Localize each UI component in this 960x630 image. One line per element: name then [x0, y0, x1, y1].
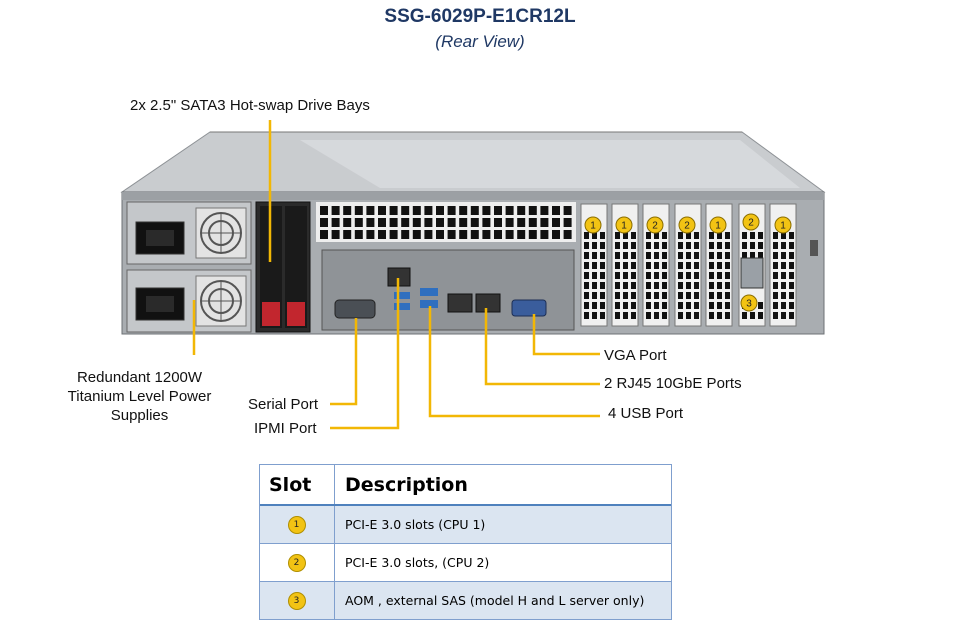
callout-usb: [428, 306, 600, 418]
slot-number-badge: 2: [742, 213, 760, 231]
slot-number-label: 1: [621, 221, 627, 232]
label-rj45-ports: 2 RJ45 10GbE Ports: [604, 375, 742, 392]
callout-rj45: [484, 308, 600, 386]
slot-badge-icon: 1: [287, 516, 306, 534]
sfp-cage: [740, 257, 764, 289]
table-row: 3 AOM , external SAS (model H and L serv…: [259, 581, 672, 620]
callout-vga: [532, 314, 600, 356]
slot-number-badge: 2: [678, 216, 696, 234]
callout-ipmi: [330, 278, 400, 430]
server-rear-illustration: 1 1 2 2 1 2 1 3: [120, 120, 826, 430]
chassis-top-shade: [300, 140, 800, 188]
label-serial-port: Serial Port: [248, 396, 319, 413]
usb-connector-4: [394, 303, 410, 310]
slot-number-label: 2: [684, 221, 690, 232]
slot-number-label: 1: [715, 221, 721, 232]
slot-number-badge: 3: [740, 294, 758, 312]
table-row: 1 PCI-E 3.0 slots (CPU 1): [259, 505, 672, 544]
slot-number-badge: 1: [774, 216, 792, 234]
label-vga-port: VGA Port: [604, 347, 667, 364]
rj45-connector-1: [447, 293, 473, 313]
expansion-slots: 1 1 2 2 1 2 1 3: [580, 203, 797, 327]
power-supply-bottom: [126, 269, 252, 333]
slot-description: PCI-E 3.0 slots (CPU 1): [334, 505, 672, 544]
slot-badge-icon: 3: [287, 592, 306, 610]
slot-number-label: 1: [780, 221, 786, 232]
label-power-supplies: Redundant 1200W Titanium Level Power Sup…: [67, 369, 212, 424]
usb-connector-2: [420, 300, 438, 308]
usb-connector-1: [420, 288, 438, 296]
drive-bays: [255, 201, 311, 333]
diagram-title: SSG-6029P-E1CR12L: [384, 6, 576, 27]
slot-number-badge: 2: [646, 216, 664, 234]
table-header-description: Description: [334, 464, 672, 506]
slot-number-label: 1: [590, 221, 596, 232]
table-row: 2 PCI-E 3.0 slots, (CPU 2): [259, 543, 672, 582]
callout-lines: [192, 120, 600, 430]
serial-connector: [334, 299, 376, 319]
slot-number-label: 2: [652, 221, 658, 232]
slot-description-table: Slot Description 1 PCI-E 3.0 slots (CPU …: [259, 464, 672, 620]
slot-badge-icon: 2: [287, 554, 306, 572]
slot-description: PCI-E 3.0 slots, (CPU 2): [334, 543, 672, 582]
rj45-connector-2: [475, 293, 501, 313]
slot-number-badge: 1: [709, 216, 727, 234]
usb-connector-3: [394, 292, 410, 299]
diagram-subtitle: (Rear View): [435, 32, 525, 51]
vga-connector: [511, 299, 547, 317]
label-ipmi-port: IPMI Port: [254, 420, 317, 437]
slot-number-badge: 1: [584, 216, 602, 234]
callout-serial: [330, 318, 358, 406]
slot-number-label: 2: [748, 218, 754, 229]
slot-description: AOM , external SAS (model H and L server…: [334, 581, 672, 620]
power-supply-top: [126, 201, 252, 265]
slot-number-label: 3: [746, 299, 752, 310]
table-header-slot: Slot: [259, 464, 335, 506]
vent-grid: [316, 202, 576, 242]
label-usb-port: 4 USB Port: [608, 405, 684, 422]
slot-number-badge: 1: [615, 216, 633, 234]
label-drive-bays: 2x 2.5" SATA3 Hot-swap Drive Bays: [130, 97, 370, 114]
